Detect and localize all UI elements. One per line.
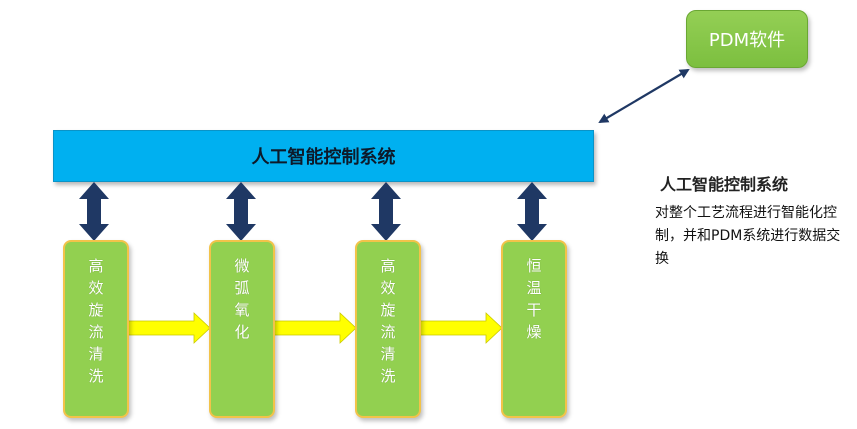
vertical-double-arrow-icon bbox=[79, 182, 109, 241]
process-step-micro-arc-oxidation: 微弧氧化 bbox=[209, 240, 275, 418]
process-step-label: 微弧氧化 bbox=[232, 258, 251, 346]
process-step-cleaning-2: 高效旋流清洗 bbox=[355, 240, 421, 418]
vertical-double-arrow-icon bbox=[517, 182, 547, 241]
pdm-software-label: PDM软件 bbox=[708, 30, 786, 51]
description-text: 对整个工艺流程进行智能化控制，并和PDM系统进行数据交换 bbox=[655, 205, 841, 267]
vertical-double-arrow-icon bbox=[226, 182, 256, 241]
description-title: 人工智能控制系统 bbox=[660, 175, 789, 194]
process-step-label: 高效旋流清洗 bbox=[86, 258, 105, 390]
control-system-banner: 人工智能控制系统 bbox=[53, 130, 594, 182]
control-system-title: 人工智能控制系统 bbox=[251, 147, 396, 168]
process-step-label: 恒温干燥 bbox=[524, 258, 543, 346]
pdm-link-double-arrow-icon bbox=[598, 68, 690, 124]
flow-arrow-right-icon bbox=[271, 312, 357, 344]
process-step-label: 高效旋流清洗 bbox=[378, 258, 397, 390]
vertical-double-arrow-icon bbox=[371, 182, 401, 241]
flow-arrow-right-icon bbox=[125, 312, 211, 344]
flow-arrow-right-icon bbox=[417, 312, 503, 344]
pdm-software-box: PDM软件 bbox=[686, 10, 808, 68]
process-step-drying: 恒温干燥 bbox=[501, 240, 567, 418]
process-step-cleaning-1: 高效旋流清洗 bbox=[63, 240, 129, 418]
